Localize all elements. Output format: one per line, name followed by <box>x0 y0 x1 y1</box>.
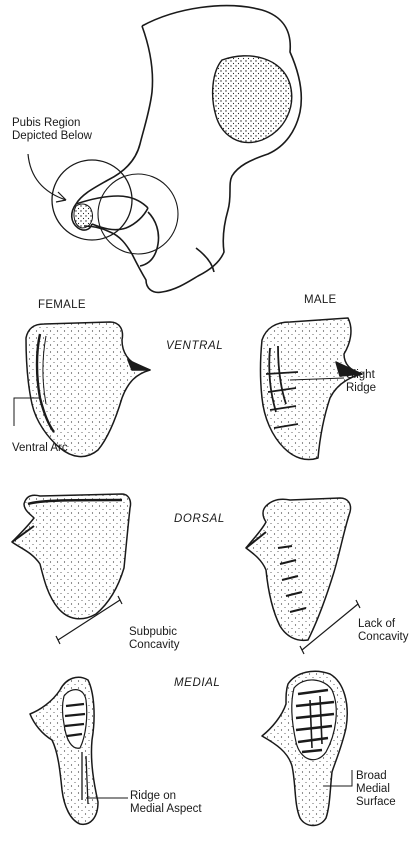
pubis-region-arrow <box>28 154 66 200</box>
os-coxae-drawing <box>72 6 302 293</box>
pubis-region-line-1: Pubis Region <box>12 117 92 130</box>
ventral-arc-label: Ventral Arc <box>12 442 68 455</box>
ilium-outline <box>84 6 301 293</box>
medial-view-label: MEDIAL <box>174 677 220 689</box>
subpubic-line-1: Subpubic <box>129 626 180 639</box>
broad-line-3: Surface <box>356 796 396 809</box>
pubis-region-line-2: Depicted Below <box>12 130 92 143</box>
lack-line-2: Concavity <box>358 631 409 644</box>
ridge-line-2: Medial Aspect <box>130 803 202 816</box>
broad-medial-surface-label: Broad Medial Surface <box>356 770 396 809</box>
slight-ridge-line-1: Slight <box>346 369 376 382</box>
ilium-top <box>76 26 153 204</box>
lack-of-concavity-label: Lack of Concavity <box>358 618 409 644</box>
subpubic-line-2: Concavity <box>129 639 180 652</box>
obturator-foramen <box>140 212 159 266</box>
slight-ridge-label: Slight Ridge <box>346 369 376 395</box>
male-column-header: MALE <box>304 294 337 306</box>
ridge-line-1: Ridge on <box>130 790 202 803</box>
subpubic-concavity-label: Subpubic Concavity <box>129 626 180 652</box>
male-dorsal-drawing <box>246 498 351 640</box>
broad-line-1: Broad <box>356 770 396 783</box>
female-medial-drawing <box>30 677 98 824</box>
broad-line-2: Medial <box>356 783 396 796</box>
lack-line-1: Lack of <box>358 618 409 631</box>
pubis-face-texture <box>74 204 93 228</box>
obturator-circle <box>98 174 178 254</box>
ridge-medial-aspect-label: Ridge on Medial Aspect <box>130 790 202 816</box>
female-dorsal-drawing <box>12 494 131 619</box>
ventral-view-label: VENTRAL <box>166 340 223 352</box>
acetabulum-texture <box>213 56 292 143</box>
slight-ridge-line-2: Ridge <box>346 382 376 395</box>
dorsal-view-label: DORSAL <box>174 513 225 525</box>
female-ventral-drawing <box>26 322 150 457</box>
pubis-region-callout: Pubis Region Depicted Below <box>12 117 92 143</box>
male-medial-drawing <box>262 671 347 825</box>
female-column-header: FEMALE <box>38 299 86 311</box>
